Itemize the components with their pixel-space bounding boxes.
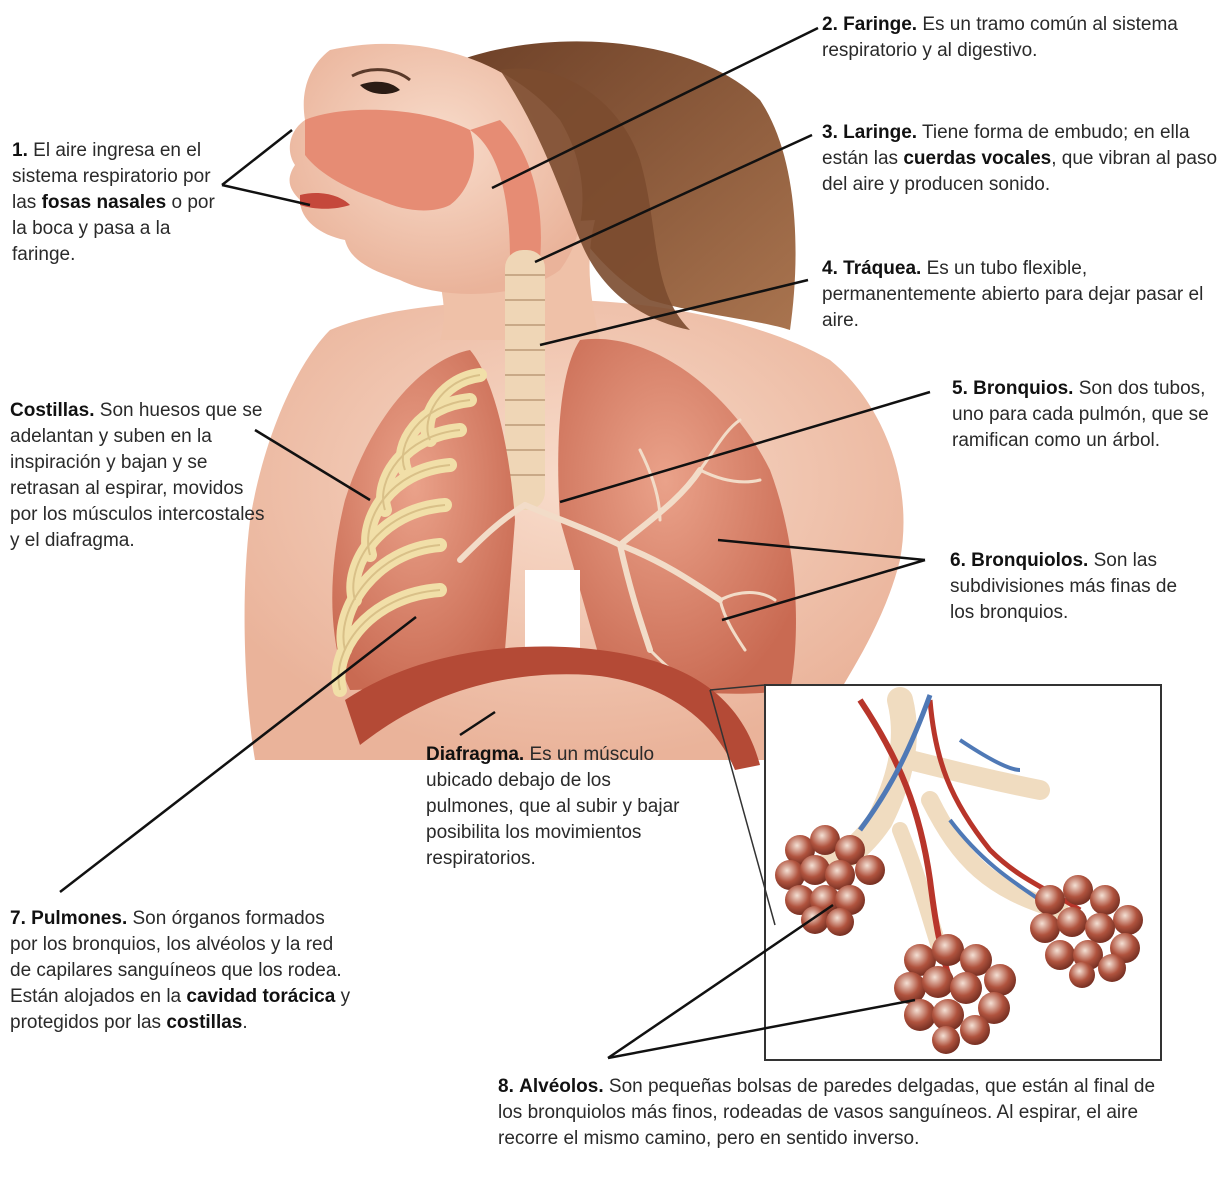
label-2-faringe: 2. Faringe. Es un tramo común al sistema…: [822, 12, 1202, 64]
label-8-number: 8.: [498, 1076, 514, 1097]
label-7-pulmones: 7. Pulmones. Son órganos formados por lo…: [10, 906, 355, 1036]
label-7-bold-b: costillas: [166, 1012, 242, 1033]
label-7-term: Pulmones.: [31, 908, 127, 929]
label-3-bold: cuerdas vocales: [903, 148, 1051, 169]
label-5-bronquios: 5. Bronquios. Son dos tubos, uno para ca…: [952, 376, 1212, 454]
label-3-laringe: 3. Laringe. Tiene forma de embudo; en el…: [822, 120, 1222, 198]
label-6-term: Bronquiolos.: [971, 550, 1088, 571]
mediastinum: [525, 570, 580, 655]
label-2-number: 2.: [822, 14, 838, 35]
label-diafragma-term: Diafragma.: [426, 744, 524, 765]
label-3-number: 3.: [822, 122, 838, 143]
label-costillas-text: Son huesos que se adelantan y suben en l…: [10, 400, 265, 551]
label-7-number: 7.: [10, 908, 26, 929]
label-6-number: 6.: [950, 550, 966, 571]
label-1-number: 1.: [12, 140, 28, 161]
label-3-term: Laringe.: [843, 122, 917, 143]
label-4-number: 4.: [822, 258, 838, 279]
label-7-text-c: .: [242, 1012, 247, 1033]
label-7-bold-a: cavidad torácica: [186, 986, 335, 1007]
label-4-term: Tráquea.: [843, 258, 921, 279]
label-4-traquea: 4. Tráquea. Es un tubo flexible, permane…: [822, 256, 1222, 334]
label-costillas-term: Costillas.: [10, 400, 94, 421]
label-costillas: Costillas. Son huesos que se adelantan y…: [10, 398, 272, 554]
label-5-term: Bronquios.: [973, 378, 1073, 399]
label-1-nasal: 1. El aire ingresa en el sistema respira…: [12, 138, 232, 268]
label-8-alveolos: 8. Alvéolos. Son pequeñas bolsas de pare…: [498, 1074, 1178, 1152]
label-diafragma: Diafragma. Es un músculo ubicado debajo …: [426, 742, 694, 872]
trachea: [505, 250, 545, 510]
label-8-term: Alvéolos.: [519, 1076, 603, 1097]
label-1-bold: fosas nasales: [42, 192, 167, 213]
label-5-number: 5.: [952, 378, 968, 399]
label-6-bronquiolos: 6. Bronquiolos. Son las subdivisiones má…: [950, 548, 1200, 626]
label-2-term: Faringe.: [843, 14, 917, 35]
